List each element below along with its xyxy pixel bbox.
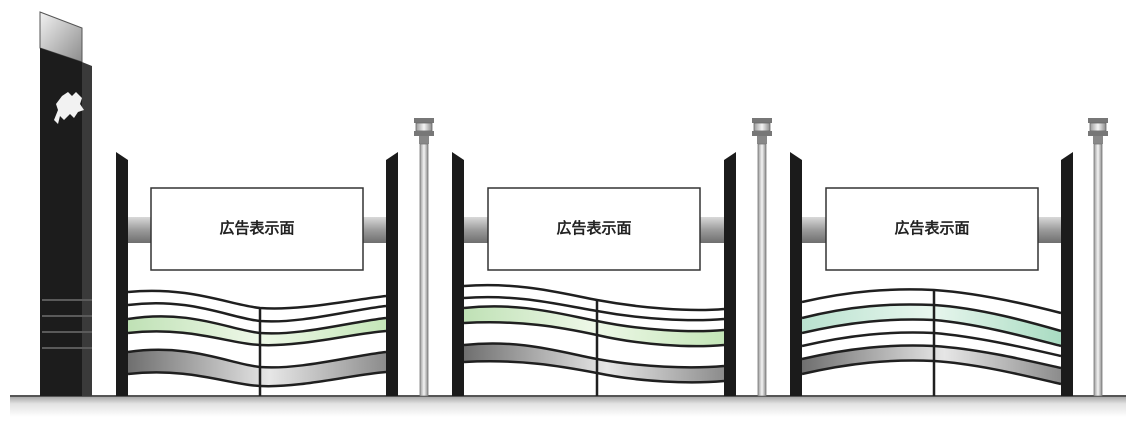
dark-post-right <box>724 152 736 396</box>
wave-bands <box>127 289 387 396</box>
sign-bracket-left <box>128 217 152 243</box>
sign-bracket-left <box>464 217 488 243</box>
dark-post-left <box>790 152 802 396</box>
sign-bracket-right <box>699 217 724 243</box>
fence-module-1: 広告表示面 <box>116 118 434 397</box>
ad-display-panel <box>487 187 701 271</box>
fence-module-2: 広告表示面 <box>452 118 772 397</box>
street-light-pole <box>414 118 434 397</box>
sign-bracket-left <box>802 217 826 243</box>
dark-post-left <box>452 152 464 396</box>
tower-sign <box>39 11 92 396</box>
ad-display-label: 広告表示面 <box>556 219 631 237</box>
ad-display-panel <box>150 187 364 271</box>
ad-display-label: 広告表示面 <box>894 219 969 237</box>
ad-display-label: 広告表示面 <box>219 219 294 237</box>
ground-strip <box>10 395 1126 417</box>
hokkaido-logo-icon <box>54 92 84 124</box>
sign-bracket-right <box>362 217 386 243</box>
fence-module-3: 広告表示面 <box>790 118 1108 397</box>
wave-bands <box>801 288 1062 396</box>
ad-display-panel <box>825 187 1039 271</box>
sign-bracket-right <box>1037 217 1061 243</box>
dark-post-right <box>1061 152 1073 396</box>
street-light-pole <box>752 118 772 397</box>
dark-post-right <box>386 152 398 396</box>
dark-post-left <box>116 152 128 396</box>
street-light-pole <box>1088 118 1108 397</box>
wave-bands <box>463 283 725 396</box>
